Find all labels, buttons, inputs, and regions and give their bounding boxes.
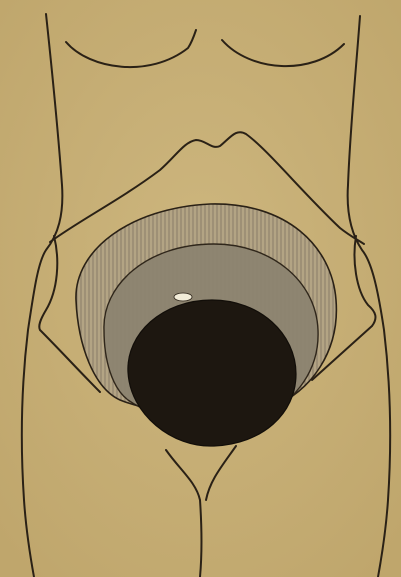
highlight-fleck [174, 293, 192, 301]
